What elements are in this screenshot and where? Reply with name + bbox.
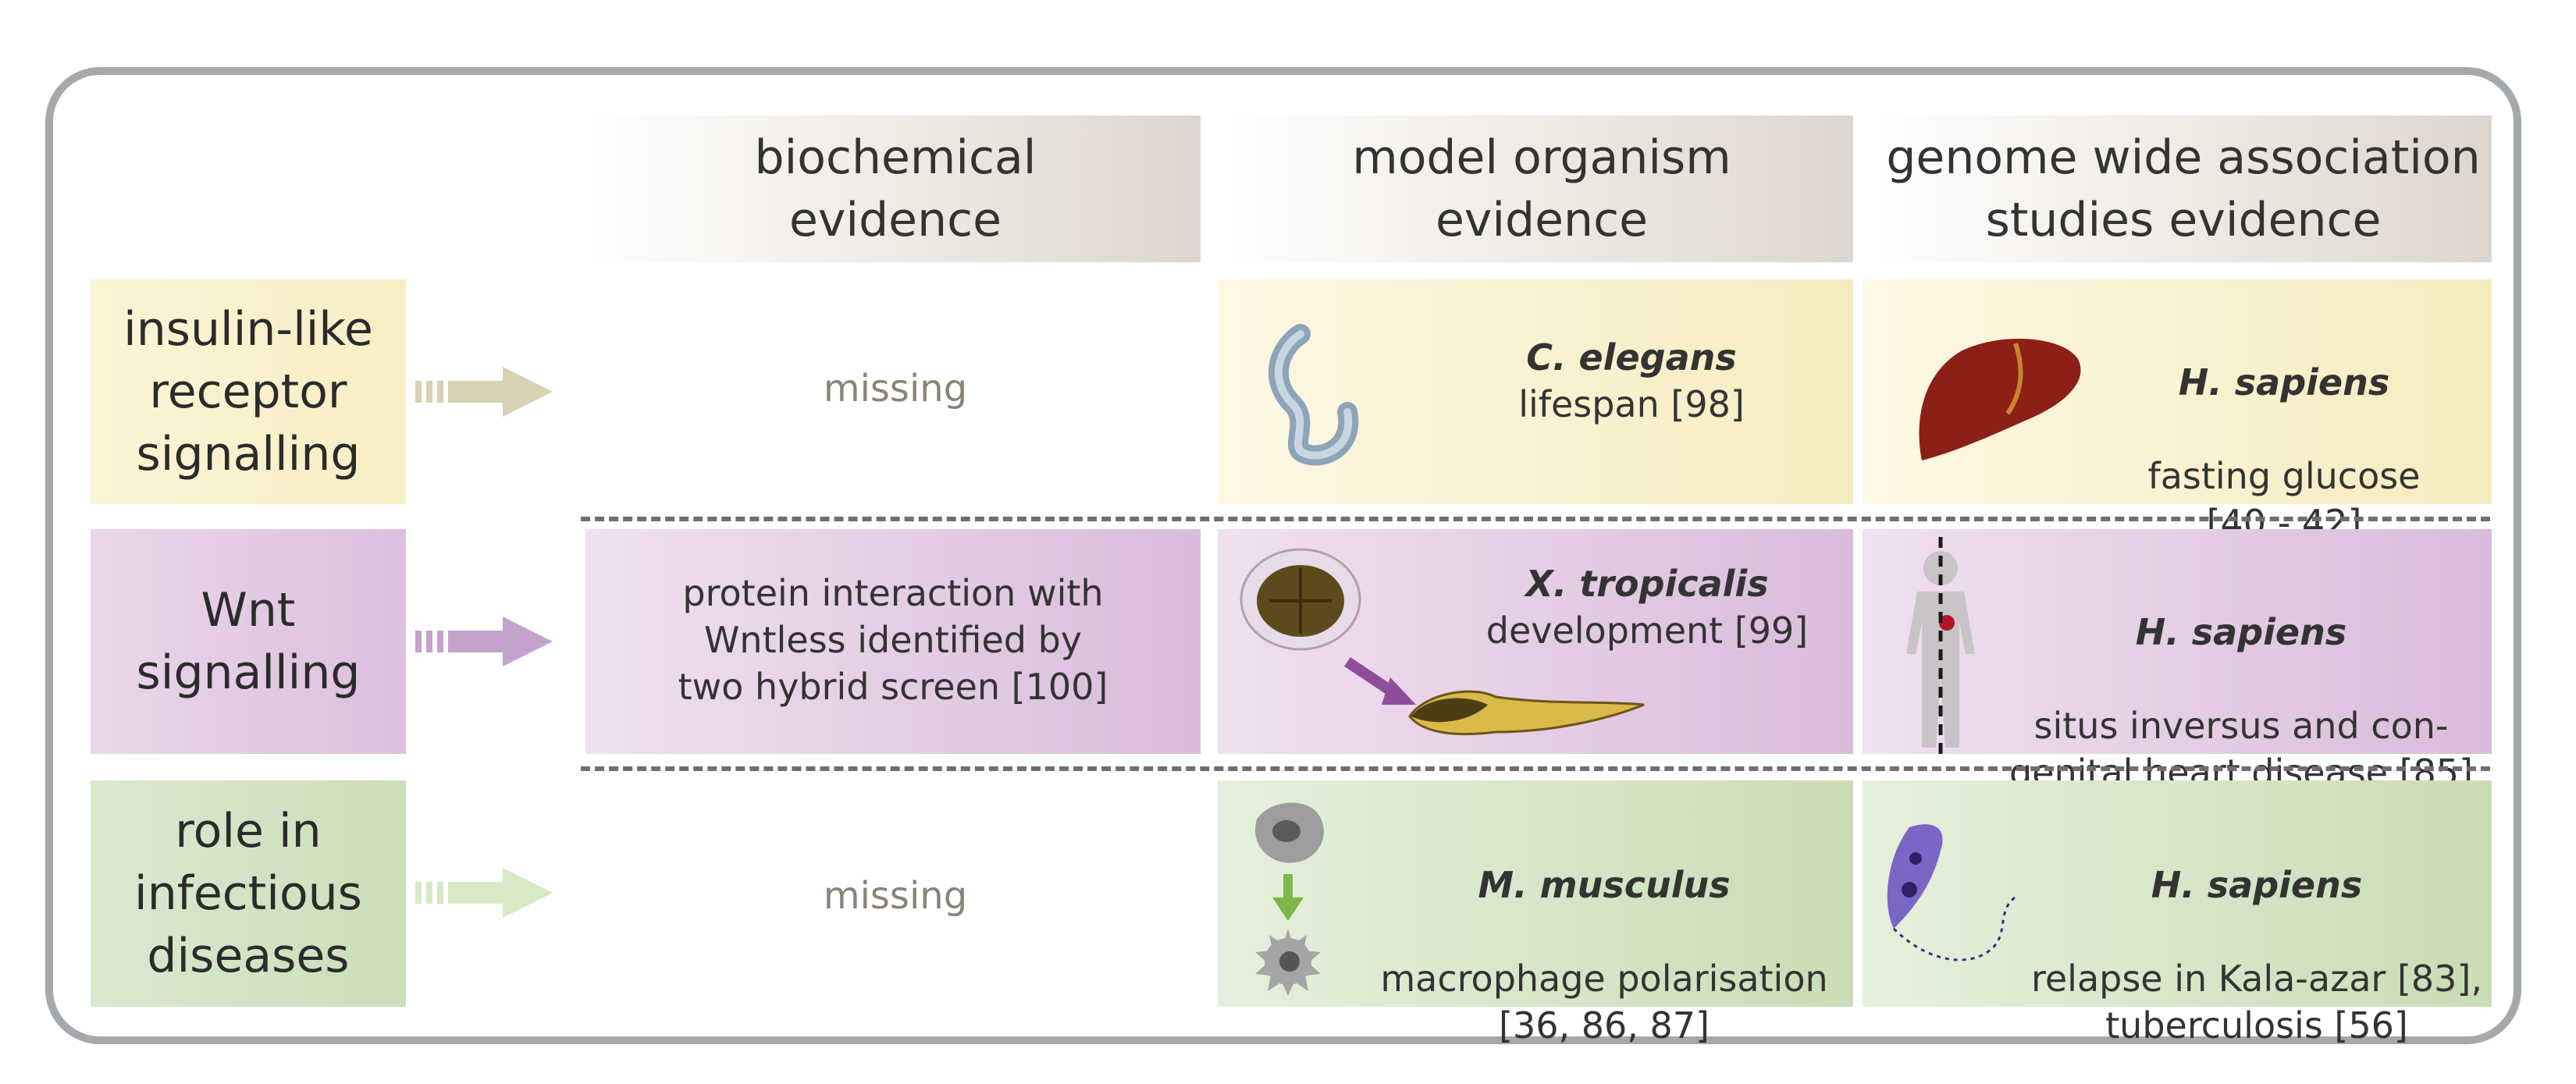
leishmania-parasite-icon [1887,824,2016,961]
gwas-species-infectious: H. sapiens [2151,864,2363,906]
model-text-wnt: X. tropicalis development [99] [1452,560,1842,654]
header-model-organism-evidence: model organism evidence [1230,116,1853,262]
liver-icon [1919,338,2081,460]
gwas-text-infectious: H. sapiens relapse in Kala-azar [83], tu… [2026,815,2487,1049]
header-gwas-evidence: genome wide association studies evidence [1875,116,2492,262]
c-elegans-worm-icon [1268,324,1359,466]
macrophage-cell-icon [1255,802,1324,996]
model-desc-wnt: development [99] [1485,610,1809,652]
model-text-insulin: C. elegans lifespan [98] [1429,334,1834,428]
row-label-insulin-signalling: insulin-like receptor signalling [91,279,406,504]
arrow-insulin-icon [415,367,553,417]
gwas-text-wnt: H. sapiens situs inversus and con- genit… [1995,562,2487,796]
xenopus-embryo-tadpole-icon [1240,548,1645,736]
gwas-desc-infectious: relapse in Kala-azar [83], tuberculosis … [2030,958,2483,1047]
cell-gwas-wnt: H. sapiens situs inversus and con- genit… [1863,529,2492,794]
row-divider [581,517,2490,521]
arrow-wnt-icon [415,617,553,666]
model-desc-insulin: lifespan [98] [1518,383,1745,425]
biochemical-text-wnt: protein interaction with Wntless identif… [678,572,1108,708]
human-body-heart-icon [1906,537,1975,755]
model-species-wnt: X. tropicalis [1525,563,1769,605]
cell-biochemical-wnt: protein interaction with Wntless identif… [585,529,1201,754]
biochemical-missing-insulin: missing [823,367,968,410]
model-text-infectious: M. musculus macrophage polarisation [36,… [1358,815,1850,1049]
cell-model-wnt: X. tropicalis development [99] [1218,529,1853,754]
cell-gwas-insulin: H. sapiens fasting glucose [40 - 42] [1863,279,2492,544]
row-label-infectious-diseases: role in infectious diseases [91,780,406,1007]
biochemical-missing-infectious: missing [823,874,968,918]
cell-gwas-infectious: H. sapiens relapse in Kala-azar [83], tu… [1863,780,2492,1047]
header-biochemical-evidence: biochemical evidence [590,116,1201,262]
gwas-species-insulin: H. sapiens [2178,361,2390,403]
model-desc-infectious: macrophage polarisation [36, 86, 87] [1380,958,1828,1047]
gwas-species-wnt: H. sapiens [2135,611,2347,653]
model-species-infectious: M. musculus [1478,864,1731,906]
arrow-infectious-icon [415,868,553,918]
cell-model-infectious: M. musculus macrophage polarisation [36,… [1218,780,1853,1047]
model-species-insulin: C. elegans [1526,336,1737,379]
row-divider [581,766,2490,771]
row-label-wnt-signalling: Wnt signalling [91,529,406,754]
gwas-text-insulin: H. sapiens fasting glucose [40 - 42] [2089,312,2479,546]
cell-model-insulin: C. elegans lifespan [98] [1218,279,1853,504]
